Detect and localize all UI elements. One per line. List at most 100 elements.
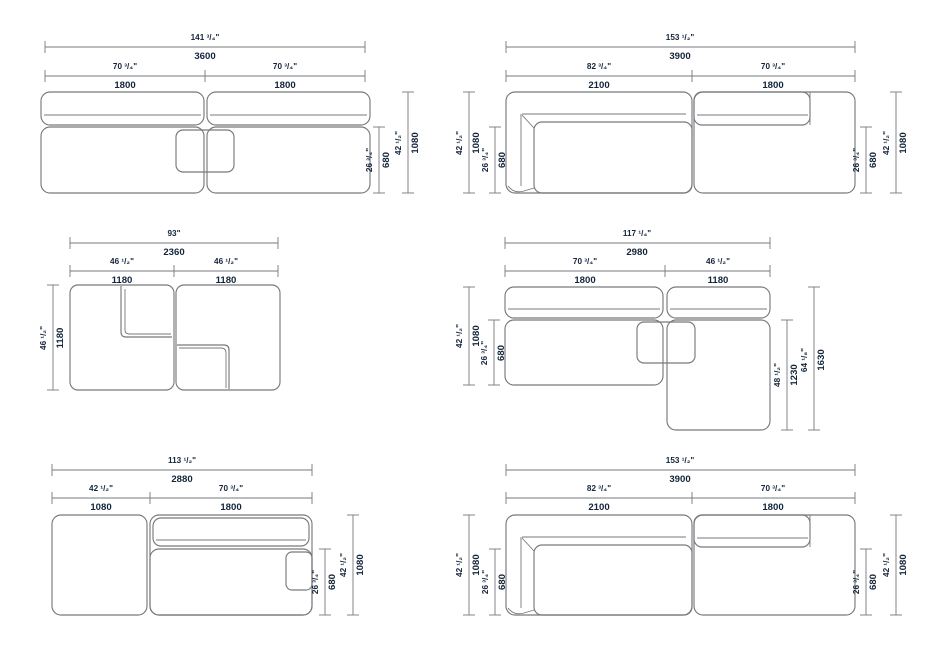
dim-h2-metric: 1080 <box>355 554 366 575</box>
dim-segments-middle-left: 46 ¹/₂" 1180 46 ¹/₂" 1180 <box>69 257 279 286</box>
dim-seg2-imperial: 70 ³/₄" <box>219 484 243 493</box>
dim-hl2-metric: 680 <box>497 574 508 590</box>
dim-h2-imperial: 42 ¹/₂" <box>339 553 348 577</box>
dim-segments-top-left: 70 ³/₄" 1800 70 ³/₄" 1800 <box>44 62 366 91</box>
drawing-middle-right: 117 ¹/₄" 2980 70 ³/₄" 1800 46 ¹/₂" 1180 <box>455 229 827 431</box>
drawing-top-right: 153 ¹/₂" 3900 82 ³/₄" 2100 70 ³/₄" 1800 <box>455 33 909 194</box>
dim-overall-top-right: 153 ¹/₂" 3900 <box>505 33 856 62</box>
dim-hr2-imperial: 64 ¹/₈" <box>800 348 809 372</box>
dim-hr2-metric: 1080 <box>898 132 909 153</box>
dim-hr2-metric: 1630 <box>816 349 827 370</box>
dim-seg2-imperial: 46 ¹/₂" <box>214 257 238 266</box>
dim-hr1-imperial: 26 ³/₄" <box>852 148 861 172</box>
dim-hl1-imperial: 42 ¹/₂" <box>455 553 464 577</box>
dim-hl2-imperial: 26 ³/₄" <box>480 341 489 365</box>
drawing-middle-left: 93" 2360 46 ¹/₂" 1180 46 ¹/₂" 1180 <box>39 229 281 391</box>
dim-hl1-imperial: 42 ¹/₂" <box>455 131 464 155</box>
dim-hl1-imperial: 42 ¹/₂" <box>455 324 464 348</box>
dim-seg1-imperial: 42 ¹/₂" <box>89 484 113 493</box>
dim-seg1-imperial: 70 ³/₄" <box>573 257 597 266</box>
dim-seg1-metric: 1800 <box>574 275 595 286</box>
dim-hl2-imperial: 26 ³/₄" <box>481 148 490 172</box>
dim-depth-middle-left: 46 ¹/₂" 1180 <box>39 284 66 391</box>
dim-seg2-metric: 1800 <box>274 80 295 91</box>
dim-hr1-metric: 680 <box>868 574 879 590</box>
dim-overall-metric: 2880 <box>171 474 192 485</box>
dim-overall-imperial: 153 ¹/₂" <box>666 456 695 465</box>
dim-hl2-metric: 680 <box>497 152 508 168</box>
drawing-top-left: 141 ³/₄" 3600 70 ³/₄" 1800 70 ³/₄" 1800 <box>40 33 421 194</box>
dim-overall-metric: 3900 <box>669 51 690 62</box>
dim-segments-bottom-left: 42 ¹/₂" 1080 70 ³/₄" 1800 <box>51 484 313 513</box>
dim-seg2-metric: 1180 <box>216 275 237 286</box>
dim-hl2-imperial: 26 ³/₄" <box>481 570 490 594</box>
dim-overall-middle-left: 93" 2360 <box>69 229 279 258</box>
dim-segments-middle-right: 70 ³/₄" 1800 46 ¹/₂" 1180 <box>504 257 771 286</box>
dim-seg1-metric: 1180 <box>112 275 133 286</box>
drawing-bottom-left: 113 ¹/₂" 2880 42 ¹/₂" 1080 70 ³/₄" 1800 <box>51 456 366 616</box>
dim-h2-metric: 1080 <box>410 132 421 153</box>
sofa-outline-top-left <box>40 91 371 194</box>
dim-hl1-metric: 1080 <box>471 554 482 575</box>
sofa-outline-bottom-left <box>51 514 313 616</box>
dim-overall-metric: 3600 <box>194 51 215 62</box>
dim-overall-middle-right: 117 ¹/₄" 2980 <box>504 229 771 258</box>
dim-hr2-metric: 1080 <box>898 554 909 575</box>
dim-hl2-metric: 680 <box>496 345 507 361</box>
dim-hr2-imperial: 42 ¹/₂" <box>882 553 891 577</box>
dim-overall-metric: 2360 <box>163 247 184 258</box>
dim-hr1-metric: 1230 <box>789 364 800 385</box>
dim-overall-metric: 3900 <box>669 474 690 485</box>
dim-seg2-imperial: 70 ³/₄" <box>273 62 297 71</box>
dim-overall-metric: 2980 <box>626 247 647 258</box>
dim-overall-imperial: 153 ¹/₂" <box>666 33 695 42</box>
dim-seg2-imperial: 70 ³/₄" <box>761 62 785 71</box>
dim-hr1-imperial: 26 ³/₄" <box>852 570 861 594</box>
dim-h1-imperial: 26 ³/₄" <box>311 570 320 594</box>
dim-seg1-metric: 2100 <box>588 502 609 513</box>
dim-overall-bottom-left: 113 ¹/₂" 2880 <box>51 456 313 485</box>
dim-seg2-metric: 1800 <box>762 502 783 513</box>
dim-seg1-metric: 1800 <box>114 80 135 91</box>
dim-seg1-metric: 2100 <box>588 80 609 91</box>
dim-hl1-metric: 1080 <box>471 325 482 346</box>
dim-hr2-imperial: 42 ¹/₂" <box>882 131 891 155</box>
dim-overall-imperial: 93" <box>168 229 181 238</box>
dim-overall-bottom-right: 153 ¹/₂" 3900 <box>505 456 856 485</box>
plan-outline-middle-left <box>69 284 281 391</box>
dim-heights-middle-right: 42 ¹/₂" 1080 26 ³/₄" 680 48 ¹/₂" 1230 64… <box>455 286 827 431</box>
dim-heights-bottom-left: 26 ³/₄" 680 42 ¹/₂" 1080 <box>311 514 366 616</box>
dim-seg1-imperial: 70 ³/₄" <box>113 62 137 71</box>
dim-overall-top-left: 141 ³/₄" 3600 <box>44 33 366 62</box>
dim-heights-top-right: 42 ¹/₂" 1080 26 ³/₄" 680 26 ³/₄" 680 42 … <box>455 91 909 194</box>
dim-seg2-metric: 1800 <box>220 502 241 513</box>
dim-seg2-metric: 1800 <box>762 80 783 91</box>
dim-overall-imperial: 117 ¹/₄" <box>623 229 651 238</box>
dim-heights-bottom-right: 42 ¹/₂" 1080 26 ³/₄" 680 26 ³/₄" 680 42 … <box>455 514 909 616</box>
dim-hr1-metric: 680 <box>868 152 879 168</box>
dim-h1-imperial: 26 ³/₄" <box>365 148 374 172</box>
dim-segments-top-right: 82 ³/₄" 2100 70 ³/₄" 1800 <box>505 62 856 91</box>
dim-hl1-metric: 1080 <box>471 132 482 153</box>
sofa-outline-middle-right <box>504 286 771 431</box>
dim-seg1-imperial: 82 ³/₄" <box>587 62 611 71</box>
dim-seg1-imperial: 46 ¹/₂" <box>110 257 134 266</box>
dim-depth-imperial: 46 ¹/₂" <box>39 326 48 350</box>
dim-seg2-metric: 1180 <box>708 275 729 286</box>
sofa-outline-bottom-right <box>505 514 856 616</box>
dim-h1-metric: 680 <box>381 152 392 168</box>
dim-seg2-imperial: 70 ³/₄" <box>761 484 785 493</box>
dim-seg1-metric: 1080 <box>90 502 111 513</box>
sofa-outline-top-right <box>505 91 856 194</box>
dim-overall-imperial: 141 ³/₄" <box>191 33 220 42</box>
dim-seg2-imperial: 46 ¹/₂" <box>706 257 730 266</box>
dim-seg1-imperial: 82 ³/₄" <box>587 484 611 493</box>
dim-overall-imperial: 113 ¹/₂" <box>168 456 196 465</box>
dim-hr1-imperial: 48 ¹/₂" <box>773 363 782 387</box>
dim-h2-imperial: 42 ¹/₂" <box>394 131 403 155</box>
dim-heights-top-left: 26 ³/₄" 680 42 ¹/₂" 1080 <box>365 91 421 194</box>
drawing-bottom-right: 153 ¹/₂" 3900 82 ³/₄" 2100 70 ³/₄" 1800 <box>455 456 909 616</box>
dim-h1-metric: 680 <box>327 574 338 590</box>
dim-depth-metric: 1180 <box>55 328 66 349</box>
